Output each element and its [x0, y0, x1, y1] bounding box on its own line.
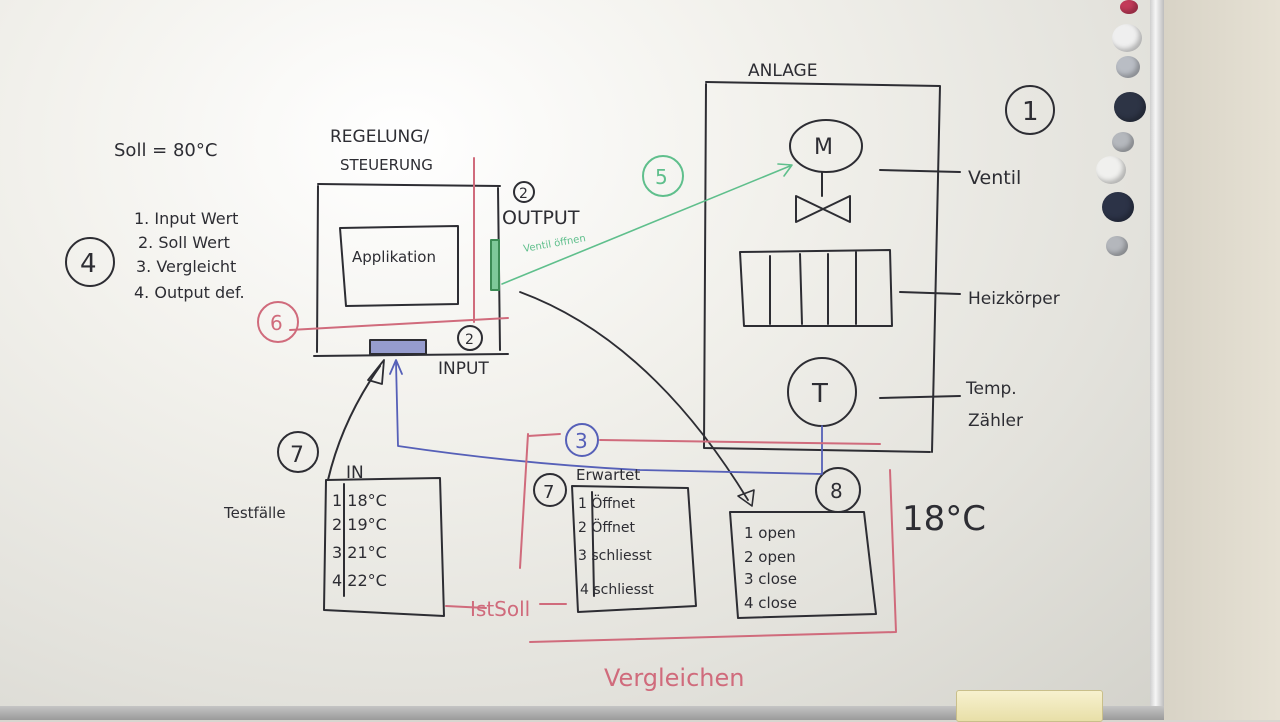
marker-circle-2-input — [457, 325, 483, 351]
whiteboard-frame-right — [1150, 0, 1164, 708]
magnet-navy — [1102, 192, 1134, 222]
application-label: Applikation — [352, 248, 436, 266]
temperature-reading: 18°C — [902, 499, 986, 539]
input-connector — [369, 339, 427, 355]
marker-7-in-label: 7 — [290, 443, 304, 468]
motor-symbol-label: M — [814, 135, 833, 160]
arrow-note-green: Ventil öffnen — [523, 233, 587, 255]
output-to-results-arrow-head — [737, 489, 755, 507]
expected-table-row: 2 Öffnet — [578, 518, 636, 536]
input-label: INPUT — [438, 359, 489, 379]
radiator-label: Heizkörper — [968, 289, 1060, 309]
motor-symbol — [789, 119, 863, 173]
controller-title-line-2: STEUERUNG — [340, 156, 433, 174]
in-table-row: 3 21°C — [332, 543, 387, 562]
marker-circle-1 — [1005, 85, 1055, 135]
step-item: 1. Input Wert — [134, 209, 238, 228]
magnet-grey — [1106, 236, 1128, 256]
valve-symbol — [795, 195, 851, 223]
plant-number: 1 — [1022, 97, 1039, 127]
marker-6-label: 6 — [270, 311, 283, 335]
output-label: OUTPUT — [502, 207, 580, 229]
magnet-white — [1096, 156, 1126, 184]
result-table-row: 1 open — [744, 524, 796, 542]
magnet-red — [1120, 0, 1138, 14]
whiteboard-drawing: Soll = 80°C 4 1. Input Wert 2. Soll Wert… — [65, 61, 1060, 692]
sensor-to-input-blue-head — [389, 359, 403, 375]
magnet-grey — [1116, 56, 1140, 78]
valve-leader — [879, 169, 961, 173]
plant-box — [703, 81, 941, 453]
marker-circle-3 — [565, 423, 599, 457]
input-number: 2 — [465, 332, 474, 348]
controller-divider-red — [289, 157, 509, 331]
expected-table-title: Erwartet — [576, 466, 640, 484]
sensor-leader — [879, 395, 961, 399]
sensor-label-line-2: Zähler — [968, 411, 1023, 431]
expected-table-row: 3 schliesst — [578, 548, 652, 564]
in-table-title: IN — [346, 463, 364, 483]
expected-table-row: 1 Öffnet — [578, 494, 636, 512]
testcases-to-input-arrow — [327, 365, 381, 481]
marker-circle-4 — [65, 237, 115, 287]
valve-label: Ventil — [968, 167, 1021, 189]
expected-table-row: 4 schliesst — [580, 582, 654, 598]
sensor-label-line-1: Temp. — [965, 379, 1017, 399]
magnet-navy — [1114, 92, 1146, 122]
output-arrow-green-head — [777, 163, 793, 177]
marker-8-label: 8 — [830, 479, 843, 503]
result-table-row: 2 open — [744, 548, 796, 566]
step-item: 3. Vergleicht — [136, 257, 236, 276]
marker-circle-7-in — [277, 431, 319, 473]
step-4-number: 4 — [80, 249, 97, 279]
controller-title-line-1: REGELUNG/ — [330, 127, 429, 147]
result-table-box — [729, 511, 877, 619]
magnet-white — [1112, 24, 1142, 52]
in-table-row: 1 18°C — [332, 491, 387, 510]
testcases-label: Testfälle — [223, 504, 286, 522]
output-number: 2 — [519, 186, 528, 202]
whiteboard-frame-bottom — [0, 706, 1164, 720]
marker-5-label: 5 — [655, 165, 668, 189]
step-item: 2. Soll Wert — [138, 233, 230, 252]
result-table-row: 4 close — [744, 594, 797, 612]
output-to-results-arrow — [519, 291, 749, 501]
marker-circle-7-expected — [533, 473, 567, 507]
marker-7-expected-label: 7 — [543, 482, 554, 503]
compare-label: Vergleichen — [604, 664, 744, 692]
whiteboard-surface — [0, 0, 1150, 708]
marker-circle-5 — [642, 155, 684, 197]
plant-title: ANLAGE — [748, 61, 817, 81]
istsoll-label: IstSoll — [470, 597, 530, 621]
compare-bracket-red — [445, 433, 897, 643]
testcases-to-input-arrow-head — [367, 359, 385, 385]
sensor-symbol-label: T — [811, 379, 828, 409]
output-connector — [490, 239, 500, 291]
radiator-symbol — [739, 249, 893, 327]
in-table-box — [323, 477, 445, 617]
application-box — [339, 225, 459, 307]
expected-table-box — [571, 485, 697, 613]
setpoint-text: Soll = 80°C — [114, 140, 217, 161]
radiator-leader — [899, 291, 961, 295]
in-table-row: 4 22°C — [332, 571, 387, 590]
marker-circle-2-output — [513, 181, 535, 203]
wall-background — [1164, 0, 1280, 720]
output-arrow-green — [501, 165, 791, 285]
step-item: 4. Output def. — [134, 283, 245, 302]
marker-3-label: 3 — [575, 429, 588, 453]
magnet-grey — [1112, 132, 1134, 152]
marker-circle-6 — [257, 301, 299, 343]
in-table-row: 2 19°C — [332, 515, 387, 534]
result-table-row: 3 close — [744, 570, 797, 588]
